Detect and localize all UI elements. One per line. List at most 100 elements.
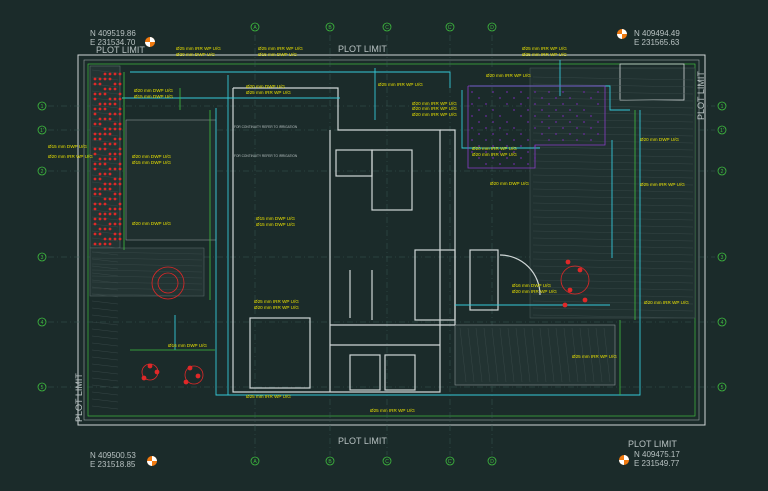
grid-row-bubble-right: 1	[717, 101, 727, 111]
planter-plant	[583, 109, 585, 111]
pipe-label: Ø16 mm DWP U/G	[512, 283, 551, 288]
plant-mark	[113, 87, 117, 91]
plot-limit-top-left: PLOT LIMIT	[96, 45, 145, 55]
plant-mark	[118, 152, 122, 156]
plant-mark	[98, 242, 102, 246]
building-walls	[232, 87, 541, 393]
planter-plant	[471, 115, 473, 117]
plant-mark	[98, 217, 102, 221]
paving-hatch	[91, 69, 694, 410]
pipe-label: Ø20 mm DWP U/G	[176, 52, 215, 57]
plant-mark	[118, 162, 122, 166]
plant-mark	[141, 375, 147, 381]
plant-mark	[103, 202, 107, 206]
grid-row-bubble-left: 4	[37, 317, 47, 327]
plant-mark	[195, 373, 201, 379]
plant-mark	[108, 127, 112, 131]
planter-plant	[471, 91, 473, 93]
planter-plant	[534, 103, 536, 105]
pipe-label: Ø15 mm DWP U/G	[134, 94, 173, 99]
planter-plant	[520, 133, 522, 135]
planter-plant	[485, 103, 487, 105]
plant-mark	[93, 77, 97, 81]
pipe-label: Ø15 mm DWP U/G	[256, 216, 295, 221]
pipe-label: Ø20 mm DWP U/G	[132, 221, 171, 226]
plant-mark	[93, 147, 97, 151]
plant-mark	[118, 122, 122, 126]
marker-tl	[145, 37, 155, 47]
plant-mark	[113, 197, 117, 201]
pipe-label: Ø20 mm DWP U/G	[134, 88, 173, 93]
planter-plant	[597, 103, 599, 105]
pipe-label: Ø20 mm DWP U/G	[640, 137, 679, 142]
planter-plant	[597, 121, 599, 123]
grid-row-bubble-right: 2	[717, 166, 727, 176]
planter-plant	[520, 103, 522, 105]
plant-mark	[118, 72, 122, 76]
plant-mark	[113, 127, 117, 131]
grid-col-bubble-bottom: A	[250, 456, 260, 466]
plant-mark	[98, 82, 102, 86]
plant-mark	[113, 212, 117, 216]
pipe-label: Ø20 mm IRR WP U/G	[412, 101, 457, 106]
plant-mark	[118, 232, 122, 236]
grid-row-bubble-left: 1'	[37, 125, 47, 135]
planter-plant	[569, 97, 571, 99]
plant-mark	[103, 87, 107, 91]
pipe-label: Ø20 mm IRR WP U/G	[472, 152, 517, 157]
svg-text:3: 3	[41, 255, 44, 261]
plant-mark	[113, 192, 117, 196]
plant-mark	[98, 192, 102, 196]
planter-plant	[527, 121, 529, 123]
coord-tl-e: E 231534.70	[90, 38, 136, 47]
plant-mark	[103, 162, 107, 166]
plant-mark	[118, 92, 122, 96]
planter-plant	[541, 121, 543, 123]
plant-mark	[113, 82, 117, 86]
planter-plant	[527, 151, 529, 153]
planter-plant	[534, 157, 536, 159]
planter-plant	[527, 109, 529, 111]
corner-markers	[145, 29, 629, 466]
planter-plant	[548, 103, 550, 105]
planter-plant	[520, 115, 522, 117]
plant-mark	[108, 167, 112, 171]
svg-text:C': C'	[448, 459, 453, 465]
svg-text:1': 1'	[40, 128, 44, 134]
planter-plant	[478, 109, 480, 111]
plant-mark	[108, 207, 112, 211]
planter-plant	[569, 133, 571, 135]
planter-plant	[506, 103, 508, 105]
planter-plant	[576, 103, 578, 105]
planter-plant	[576, 139, 578, 141]
planter-plant	[548, 139, 550, 141]
pipe-label: Ø25 mm IRR WP U/G	[370, 408, 415, 413]
marker-br	[619, 455, 629, 465]
plant-mark	[118, 202, 122, 206]
planter-plant	[499, 151, 501, 153]
plant-mark	[103, 72, 107, 76]
plant-mark	[113, 152, 117, 156]
plant-mark	[98, 202, 102, 206]
plot-limit-bottom: PLOT LIMIT	[338, 436, 387, 446]
plant-mark	[113, 102, 117, 106]
plot-limit-left: PLOT LIMIT	[74, 373, 84, 422]
planter-plant	[485, 163, 487, 165]
coord-tr-e: E 231565.63	[634, 38, 680, 47]
plant-mark	[108, 212, 112, 216]
plant-mark	[93, 132, 97, 136]
planter-plant	[590, 97, 592, 99]
svg-text:3: 3	[721, 255, 724, 261]
planter-plant	[562, 91, 564, 93]
svg-text:B: B	[328, 459, 332, 465]
plant-mark	[108, 97, 112, 101]
planter-plant	[478, 97, 480, 99]
plant-mark	[98, 132, 102, 136]
plant-mark	[118, 182, 122, 186]
pipe-label: Ø15 mm DWP U/G	[48, 144, 87, 149]
planter-plant	[506, 145, 508, 147]
plant-mark	[103, 147, 107, 151]
planter-plant	[548, 115, 550, 117]
planter-plant	[534, 145, 536, 147]
plant-mark	[103, 127, 107, 131]
